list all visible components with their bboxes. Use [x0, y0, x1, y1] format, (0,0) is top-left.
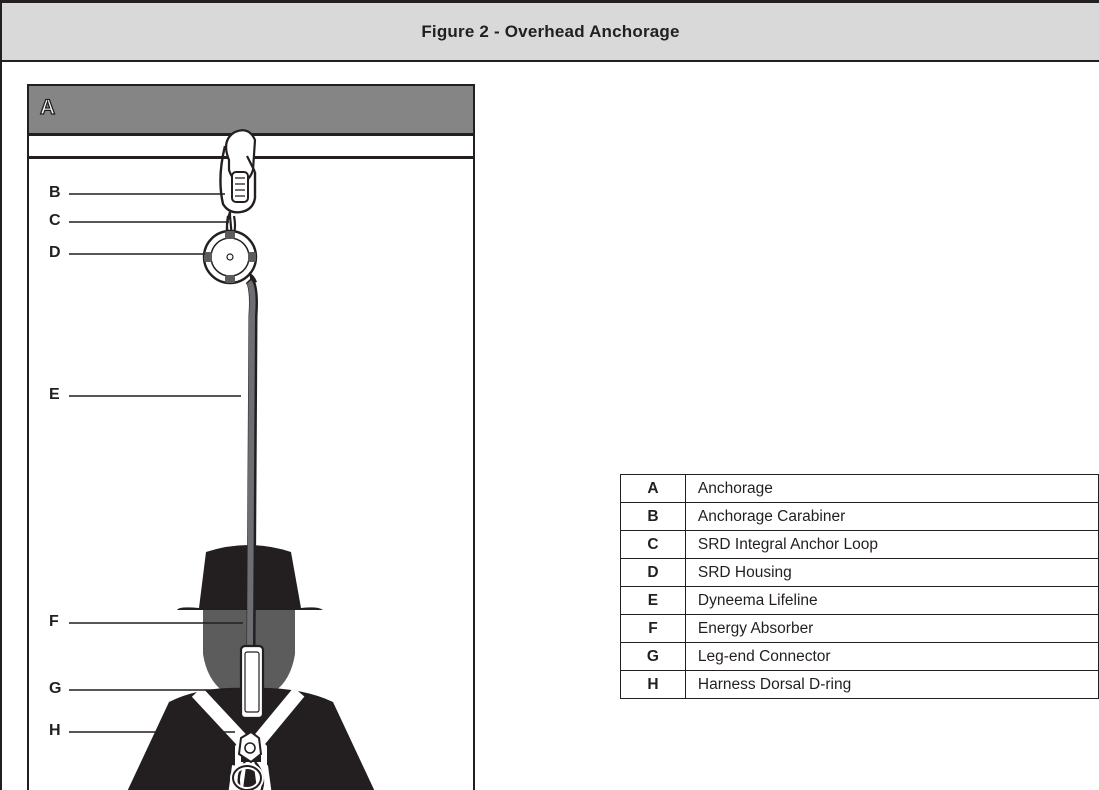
legend-key: H — [620, 670, 686, 699]
legend-key: F — [620, 614, 686, 643]
legend-key: G — [620, 642, 686, 671]
callout-b: B — [49, 184, 61, 201]
legend-label: Anchorage — [684, 474, 1099, 503]
callout-lines — [69, 193, 243, 733]
callout-f: F — [49, 613, 59, 630]
callout-h: H — [49, 722, 61, 739]
callout-c: C — [49, 212, 61, 229]
legend-key: D — [620, 558, 686, 587]
figure-left-border — [0, 62, 2, 790]
figure-title: Figure 2 - Overhead Anchorage — [421, 21, 680, 41]
overhead-anchorage-illustration — [69, 129, 375, 790]
callout-e: E — [49, 386, 60, 403]
legend-label: Dyneema Lifeline — [684, 586, 1099, 615]
callout-d: D — [49, 244, 61, 261]
legend-label: SRD Housing — [684, 558, 1099, 587]
legend-label: Energy Absorber — [684, 614, 1099, 643]
legend-key: B — [620, 502, 686, 531]
srd-assembly — [202, 129, 265, 790]
panel-a: A — [27, 84, 475, 790]
carabiner-icon — [219, 129, 257, 214]
legend-key: C — [620, 530, 686, 559]
callout-g: G — [49, 680, 62, 697]
legend-label: Anchorage Carabiner — [684, 502, 1099, 531]
srd-housing-icon — [202, 229, 258, 285]
energy-absorber-icon — [239, 644, 265, 733]
legend-label: Harness Dorsal D-ring — [684, 670, 1099, 699]
figure-header: Figure 2 - Overhead Anchorage — [0, 0, 1099, 62]
legend-key: A — [620, 474, 686, 503]
legend-label: Leg-end Connector — [684, 642, 1099, 671]
legend-label: SRD Integral Anchor Loop — [684, 530, 1099, 559]
panel-letter: A — [39, 95, 56, 119]
legend-key: E — [620, 586, 686, 615]
